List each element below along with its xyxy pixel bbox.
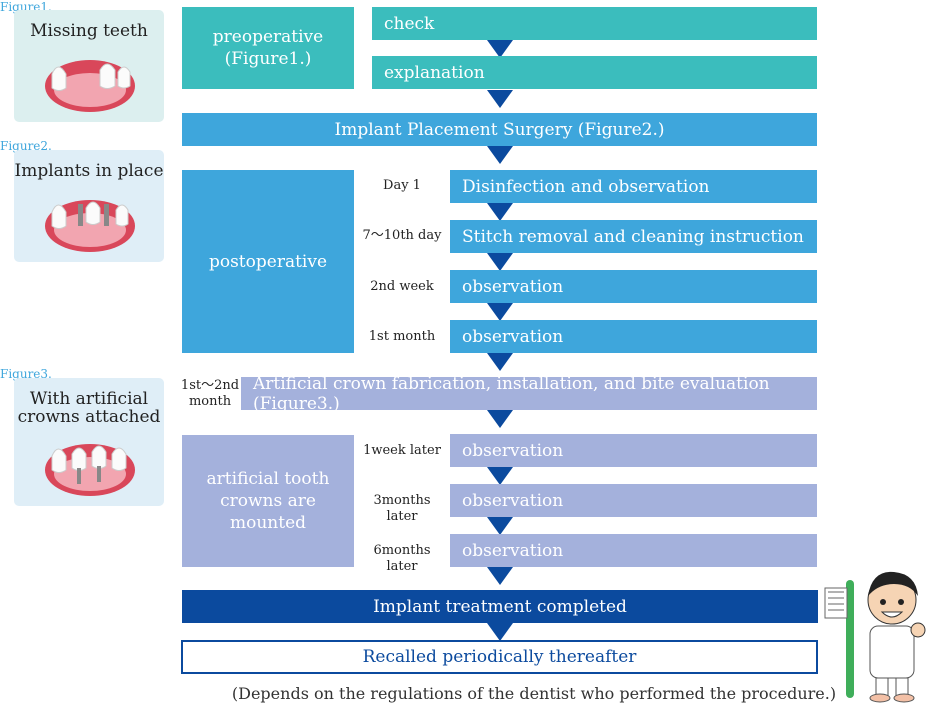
step-explanation: explanation [372,56,817,89]
step-crown-fabrication: Artificial crown fabrication, installati… [241,374,817,414]
flow-arrow [487,567,513,585]
figure2-panel: Implants in place [14,150,164,262]
preoperative-label-line1: preoperative [212,27,324,47]
step-observation-6months: observation [450,534,817,567]
flow-arrow [487,146,513,164]
figure3-label: Figure3. [0,367,52,381]
figure3-caption-line1: With artificial [29,389,149,409]
postoperative-label: postoperative [208,251,328,272]
time-3months-later: 3months later [373,493,431,524]
flow-arrow [487,90,513,108]
flow-arrow [487,623,513,641]
crowns-mounted-stage: artificial tooth crowns are mounted [182,435,354,567]
time-crown-line2: month [188,394,232,409]
time-1st-2nd-month: 1st～2nd month [180,378,240,410]
postoperative-stage: postoperative [182,170,354,353]
time-day1: Day 1 [383,178,421,193]
step-observation-2nd-week: observation [450,270,817,303]
time-1week-later: 1week later [363,443,441,458]
time-1st-month: 1st month [368,329,436,344]
footnote: (Depends on the regulations of the denti… [231,684,837,703]
flow-arrow [487,303,513,321]
step-disinfection: Disinfection and observation [450,170,817,203]
preoperative-label-line2: (Figure1.) [224,49,312,69]
step-check: check [372,7,817,40]
implant-surgery-step: Implant Placement Surgery (Figure2.) [182,113,817,146]
step-observation-1st-month: observation [450,320,817,353]
treatment-completed-step: Implant treatment completed [182,590,818,623]
figure3-panel: With artificial crowns attached [14,378,164,506]
time-2nd-week: 2nd week [370,279,434,294]
flow-arrow [487,410,513,428]
crowns-mounted-label-line2: crowns are mounted [220,491,316,533]
flow-arrow [487,203,513,221]
crowns-mounted-label-line1: artificial tooth [206,469,330,489]
recall-step: Recalled periodically thereafter [181,640,818,674]
step-observation-3months: observation [450,484,817,517]
missing-teeth-illustration [45,60,135,112]
figure1-panel: Missing teeth [14,10,164,122]
figure2-label: Figure2. [0,139,52,153]
step-observation-1week: observation [450,434,817,467]
implants-in-place-illustration [45,200,135,252]
figure1-caption: Missing teeth [30,21,148,41]
time-6months-later: 6months later [373,543,431,574]
flow-arrow [487,40,513,58]
flow-arrow [487,353,513,371]
preoperative-stage: preoperative (Figure1.) [182,7,354,89]
figure2-caption: Implants in place [14,161,164,181]
crowns-attached-illustration [45,444,135,496]
dentist-mascot-illustration [824,571,926,703]
time-7-10th-day: 7～10th day [362,228,442,243]
time-crown-line1: 1st～2nd [180,378,240,393]
figure3-caption-line2: crowns attached [17,407,161,427]
flow-arrow [487,253,513,271]
flow-arrow [487,517,513,535]
flow-arrow [487,467,513,485]
step-stitch-removal: Stitch removal and cleaning instruction [450,220,817,253]
